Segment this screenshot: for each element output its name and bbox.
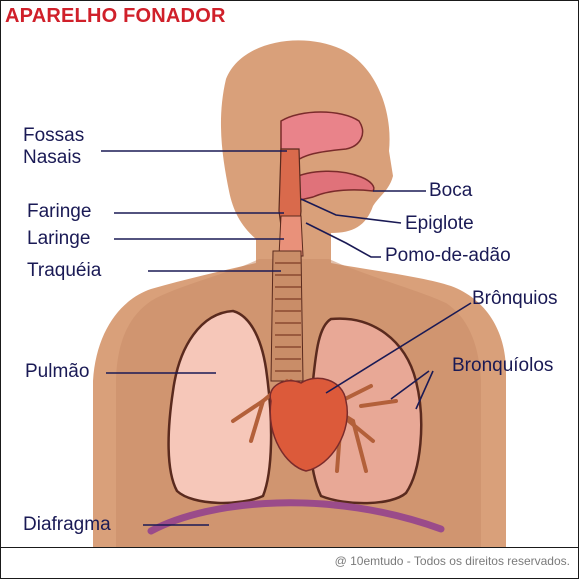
label-laringe: Laringe: [27, 229, 90, 249]
label-epiglote: Epiglote: [405, 214, 474, 234]
copyright-text: @ 10emtudo - Todos os direitos reservado…: [335, 554, 570, 568]
footer-divider: [1, 547, 578, 548]
label-fossas-line2: Nasais: [23, 148, 81, 168]
label-fossas-line1: Fossas: [23, 126, 84, 146]
label-diafragma: Diafragma: [23, 515, 111, 535]
label-pulmao: Pulmão: [25, 362, 89, 382]
label-bronquios: Brônquios: [472, 289, 558, 309]
label-bronquiolos: Bronquíolos: [452, 356, 553, 376]
label-faringe: Faringe: [27, 202, 91, 222]
larynx: [279, 216, 303, 256]
diagram-title: APARELHO FONADOR: [5, 5, 226, 28]
label-pomo: Pomo-de-adão: [385, 246, 511, 266]
label-boca: Boca: [429, 181, 472, 201]
label-traqueia: Traquéia: [27, 261, 101, 281]
